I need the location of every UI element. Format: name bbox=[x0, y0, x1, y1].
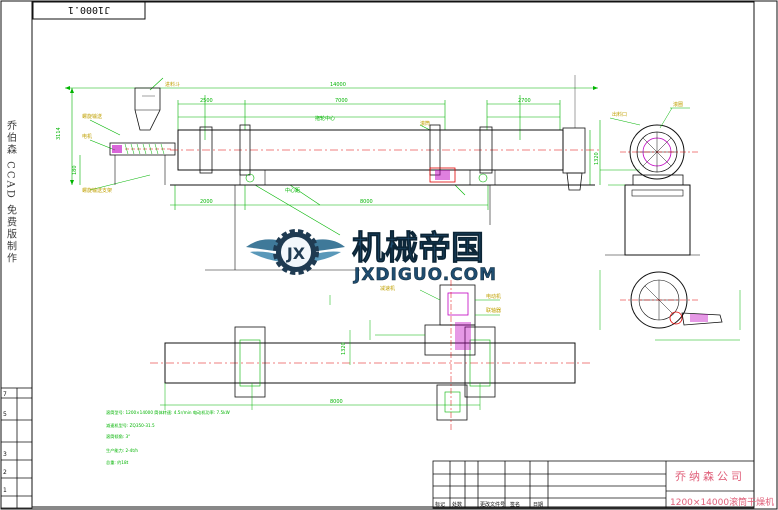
svg-text:180: 180 bbox=[72, 165, 78, 175]
front-view: 14000 2500 7000 2700 拖轮中心 2000 8000 中心距 … bbox=[56, 75, 640, 271]
svg-text:总重: 约18t: 总重: 约18t bbox=[106, 459, 129, 466]
watermark-url: JXDIGUO.COM bbox=[353, 265, 497, 285]
svg-text:减速机型号: ZQ350-31.5: 减速机型号: ZQ350-31.5 bbox=[106, 422, 155, 429]
svg-text:减速机: 减速机 bbox=[380, 285, 395, 292]
svg-text:进料斗: 进料斗 bbox=[165, 81, 180, 88]
product-name: 1200×14000滚筒干燥机 bbox=[670, 496, 774, 508]
title-block-columns: 标记 处数 更改文件号 签名 日期 bbox=[435, 501, 543, 508]
col-label-date: 日期 bbox=[533, 502, 543, 508]
svg-text:14000: 14000 bbox=[330, 82, 346, 88]
svg-text:2700: 2700 bbox=[518, 98, 531, 104]
strip-label-1: 7 bbox=[3, 391, 7, 398]
svg-text:8000: 8000 bbox=[330, 399, 343, 405]
title-block bbox=[432, 460, 755, 509]
strip-label-2: 5 bbox=[3, 411, 7, 418]
svg-text:1320: 1320 bbox=[594, 152, 600, 165]
strip-label-5: 1 bbox=[3, 487, 7, 494]
col-label-sign: 签名 bbox=[510, 501, 520, 508]
svg-text:8000: 8000 bbox=[360, 199, 373, 205]
svg-text:7000: 7000 bbox=[335, 98, 348, 104]
svg-text:电机: 电机 bbox=[82, 133, 92, 140]
detail-view bbox=[599, 270, 741, 341]
left-strip-table bbox=[0, 387, 33, 509]
col-label-count: 处数 bbox=[452, 501, 462, 508]
svg-text:电动机: 电动机 bbox=[486, 293, 501, 300]
col-label-file: 更改文件号 bbox=[480, 501, 505, 508]
company-name: 乔纳森公司 bbox=[675, 469, 745, 483]
side-view: 出料口 滚圈 bbox=[605, 101, 700, 256]
inner-frame bbox=[31, 1, 755, 508]
watermark-logo-letters: JX bbox=[286, 244, 306, 263]
svg-text:生产能力: 2-4t/h: 生产能力: 2-4t/h bbox=[106, 447, 138, 454]
strip-label-4: 2 bbox=[3, 469, 7, 476]
code-text: J1000.1 bbox=[68, 4, 110, 15]
svg-text:3114: 3114 bbox=[56, 127, 62, 140]
strip-label-3: 3 bbox=[3, 451, 7, 458]
svg-text:1320: 1320 bbox=[341, 342, 347, 355]
svg-text:拖轮中心: 拖轮中心 bbox=[315, 115, 335, 122]
svg-text:联轴器: 联轴器 bbox=[486, 307, 501, 314]
col-label-mark: 标记 bbox=[435, 501, 445, 508]
svg-text:2500: 2500 bbox=[200, 98, 213, 104]
svg-text:螺旋输送支架: 螺旋输送支架 bbox=[82, 187, 112, 194]
sidebar-vertical-text: 乔伯森 CCAD 免费版制作 bbox=[5, 120, 17, 265]
svg-text:滚筒倾角: 3°: 滚筒倾角: 3° bbox=[106, 433, 130, 440]
svg-text:中心距: 中心距 bbox=[285, 187, 300, 194]
watermark-title: 机械帝国 bbox=[352, 228, 484, 267]
technical-notes: 滚筒型号: 1200×14000 筒体转速: 4.5r/min 电动机功率: 7… bbox=[106, 409, 230, 466]
watermark: JX 机械帝国 JXDIGUO.COM bbox=[246, 228, 497, 285]
svg-text:滚筒: 滚筒 bbox=[420, 120, 430, 127]
svg-text:滚圈: 滚圈 bbox=[673, 101, 683, 108]
svg-text:螺旋输送: 螺旋输送 bbox=[82, 113, 102, 120]
code-box: J1000.1 bbox=[32, 1, 146, 20]
top-view: 8000 1320 减速机 电动机 联轴器 bbox=[150, 280, 590, 430]
svg-text:滚筒型号: 1200×14000 筒体转速: 4.5r/mi: 滚筒型号: 1200×14000 筒体转速: 4.5r/min 电动机功率: 7… bbox=[106, 409, 230, 416]
svg-text:2000: 2000 bbox=[200, 199, 213, 205]
svg-text:出料口: 出料口 bbox=[612, 111, 627, 118]
